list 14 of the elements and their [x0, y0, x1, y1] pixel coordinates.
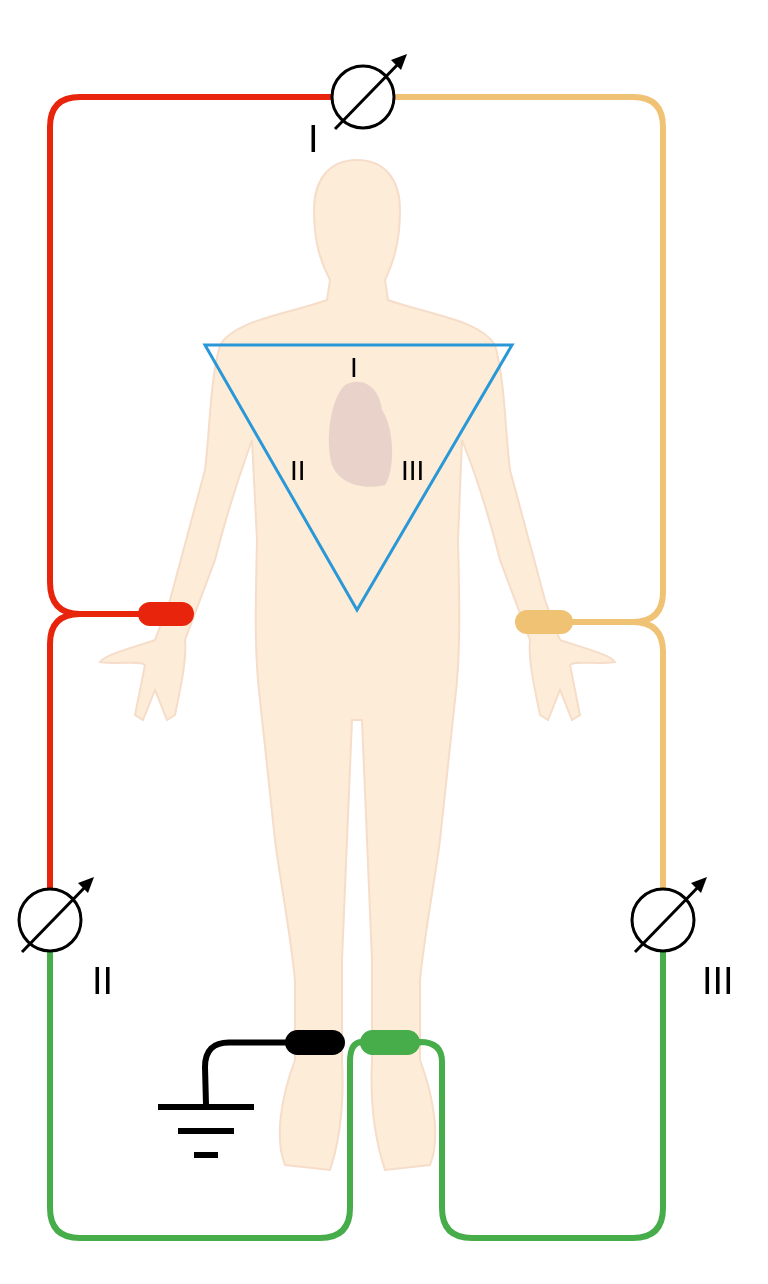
- triangle-side-label: II: [290, 457, 306, 485]
- electrode: [515, 610, 573, 634]
- triangle-side-label: III: [401, 457, 425, 485]
- electrode: [138, 602, 194, 626]
- galvanometer-symbol: [16, 875, 96, 954]
- lead-label: III: [702, 962, 734, 1000]
- lead-label: I: [308, 120, 319, 158]
- electrode: [360, 1030, 420, 1055]
- electrode: [285, 1030, 345, 1055]
- galvanometer-symbol: [329, 52, 409, 131]
- ground-symbol: [158, 1104, 254, 1158]
- triangle-side-label: I: [350, 354, 358, 382]
- lead-label: II: [92, 962, 114, 1000]
- galvanometer-symbol: [629, 875, 709, 954]
